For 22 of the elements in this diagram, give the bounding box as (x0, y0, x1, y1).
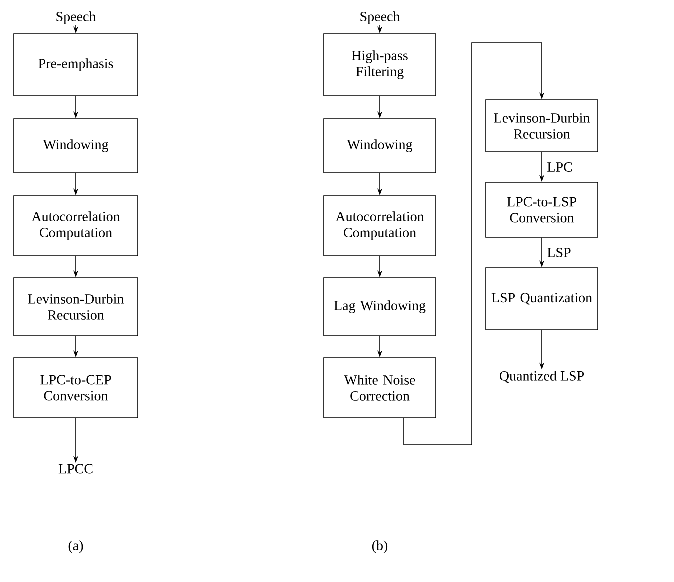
process-box: White Noise Correction (324, 358, 436, 418)
process-box: Lag Windowing (324, 278, 436, 336)
process-box: Windowing (324, 118, 436, 174)
process-box: High-pass Filtering (324, 34, 436, 96)
edge-label: LSP (548, 248, 571, 258)
process-box: Windowing (14, 118, 138, 174)
process-box: Levinson-Durbin Recursion (14, 278, 138, 336)
panel-label: (b) (372, 540, 388, 554)
text-label: Speech (360, 12, 400, 24)
text-label: LPCC (58, 464, 93, 474)
edge-label: LPC (548, 162, 572, 172)
process-box: LPC-to-LSP Conversion (486, 182, 598, 238)
process-box: Autocorrelation Computation (14, 196, 138, 256)
text-label: Quantized LSP (500, 371, 584, 383)
panel-label: (a) (68, 540, 84, 554)
arrow (404, 42, 545, 446)
process-box: Pre-emphasis (14, 34, 138, 96)
process-box: Levinson-Durbin Recursion (486, 100, 598, 152)
process-box: Autocorrelation Computation (324, 196, 436, 256)
process-box: LPC-to-CEP Conversion (14, 358, 138, 418)
process-box: LSP Quantization (486, 268, 598, 330)
text-label: Speech (56, 12, 96, 24)
